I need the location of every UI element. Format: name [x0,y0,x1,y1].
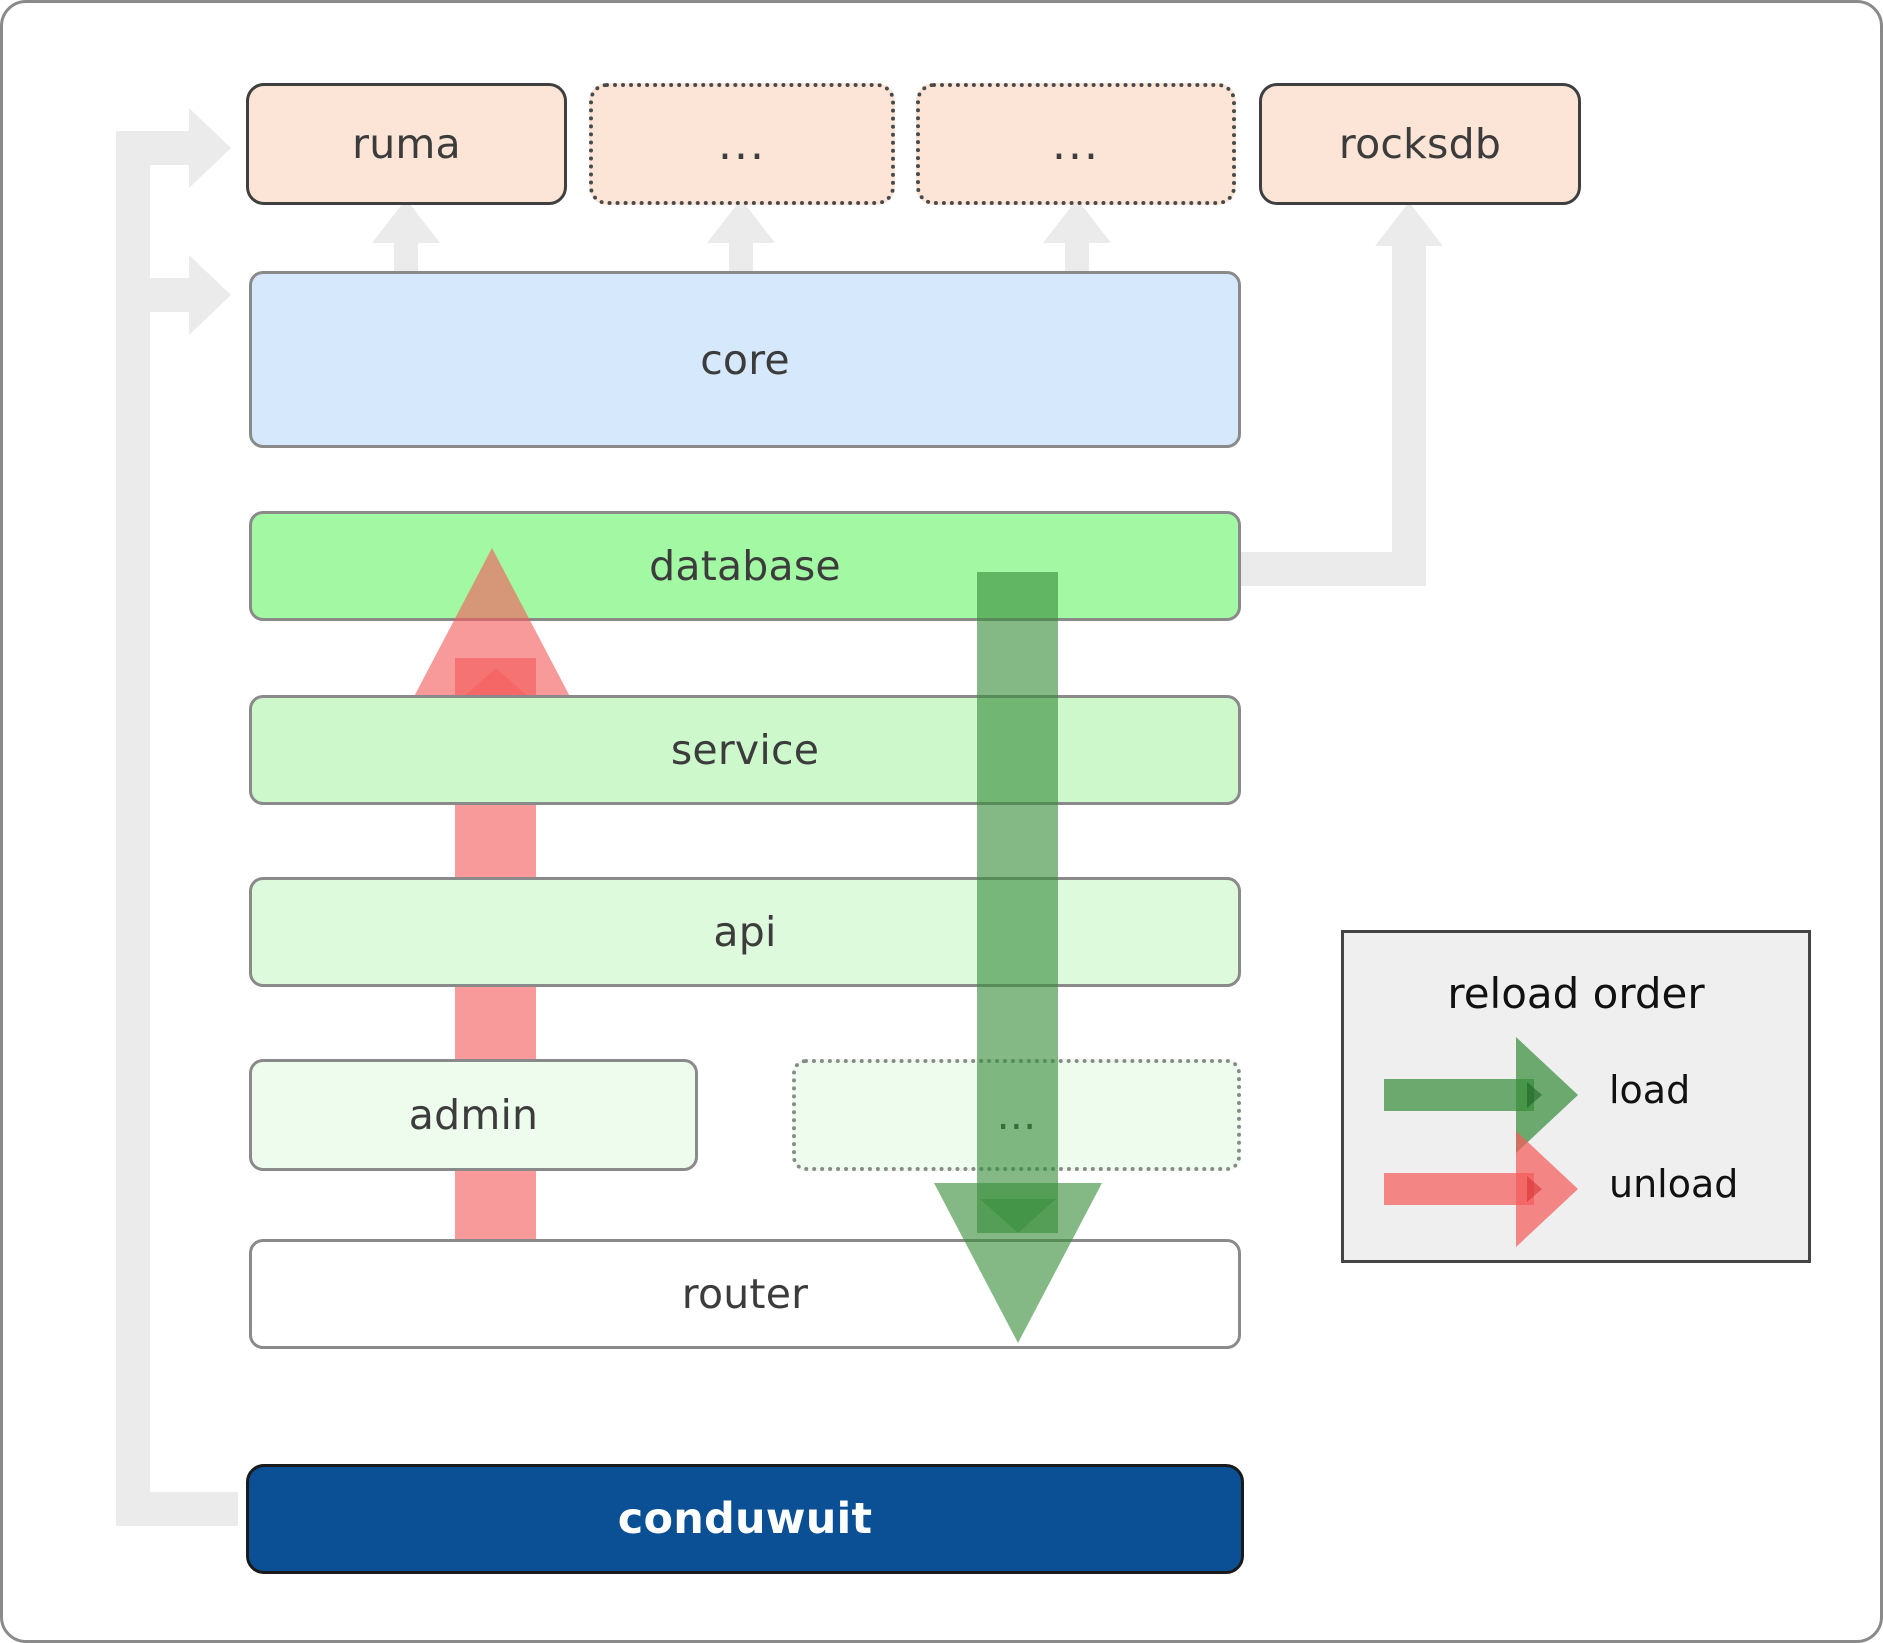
layer-label: admin [408,1091,539,1139]
legend-panel: reload order load unload [1341,930,1811,1263]
dependency-label: ... [718,118,766,170]
dependency-box-ruma[interactable]: ruma [246,83,567,205]
layer-label: api [713,908,777,956]
layer-box-database[interactable]: database [249,511,1241,621]
legend-unload-arrow-body [1384,1173,1534,1205]
grey-arrowhead-core-to-dots1-icon [707,199,775,243]
dependency-label: ... [1052,118,1100,170]
grey-arrowhead-rocksdb-icon [1375,202,1443,246]
layer-box-admin[interactable]: admin [249,1059,698,1171]
layer-box-api[interactable]: api [249,877,1241,987]
dependency-box-ellipsis-1[interactable]: ... [589,83,895,205]
flow-arrow-load-body [977,572,1058,1233]
dependency-label: ruma [352,120,461,168]
legend-title: reload order [1447,969,1705,1018]
layer-box-service[interactable]: service [249,695,1241,805]
grey-connector-db-to-rocksdb-vertical [1392,243,1426,586]
binary-label: conduwuit [617,1494,873,1544]
layer-label: database [649,542,841,590]
layer-box-core[interactable]: core [249,271,1241,448]
layer-label: router [681,1270,809,1318]
legend-load-arrow-body [1384,1079,1534,1111]
legend-load-arrow-notch-icon [1527,1082,1542,1108]
grey-connector-vertical-trunk [116,131,150,1526]
flow-arrow-load-notch-icon [980,1199,1056,1233]
dependency-label: rocksdb [1338,120,1502,168]
legend-unload-label: unload [1609,1162,1739,1206]
legend-unload-arrow-head-icon [1516,1131,1578,1247]
grey-connector-to-conduwuit [116,1492,238,1526]
grey-arrowhead-ruma-icon [189,108,231,188]
legend-load-label: load [1609,1068,1691,1112]
layer-label: core [700,335,790,384]
layer-label: service [670,726,820,774]
grey-arrowhead-core-to-dots2-icon [1043,199,1111,243]
grey-arrowhead-core-icon [189,255,231,335]
dependency-box-rocksdb[interactable]: rocksdb [1259,83,1581,205]
legend-unload-arrow-notch-icon [1527,1176,1542,1202]
binary-box-conduwuit[interactable]: conduwuit [246,1464,1244,1574]
grey-arrowhead-core-to-ruma-icon [372,199,440,243]
dependency-box-ellipsis-2[interactable]: ... [916,83,1236,205]
